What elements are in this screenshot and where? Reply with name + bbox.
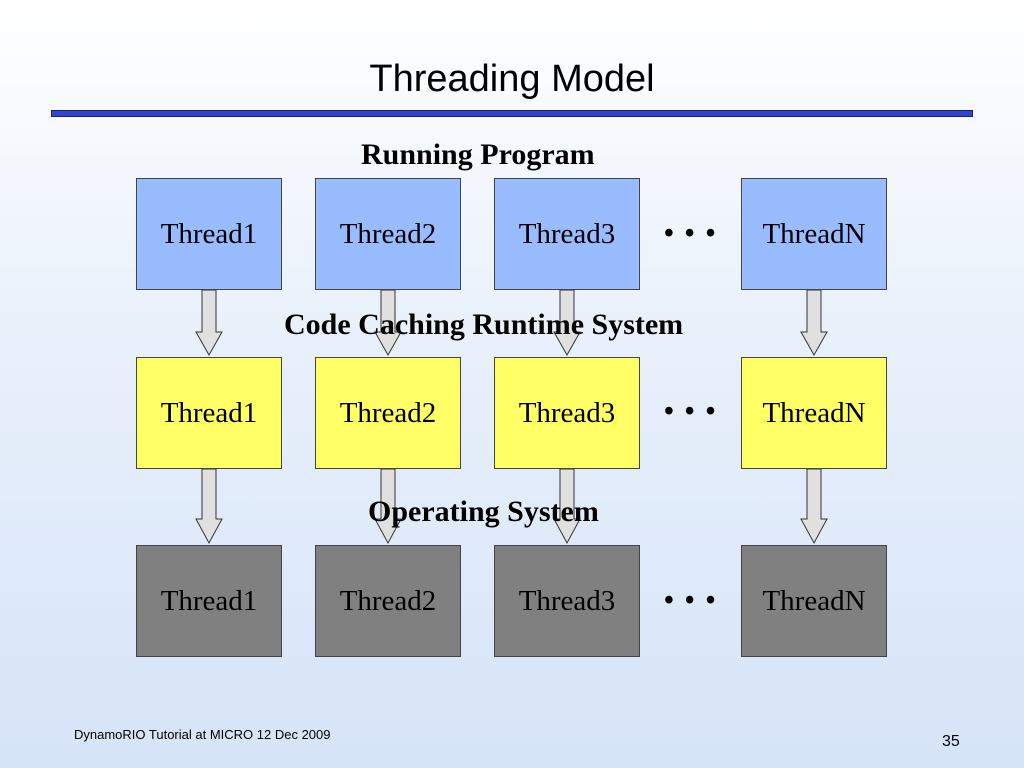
runtime-thread-box: Thread2 (315, 357, 461, 469)
down-arrow-icon (800, 469, 828, 545)
layer-label-code-caching-runtime-system: Code Caching Runtime System (284, 308, 684, 341)
down-arrow-icon (195, 469, 223, 545)
program-thread-box: Thread3 (494, 178, 640, 290)
down-arrow-icon (553, 469, 581, 545)
os-thread-box: Thread2 (315, 545, 461, 657)
down-arrow-icon (553, 290, 581, 357)
down-arrow-icon (195, 290, 223, 357)
ellipsis: • • • (664, 585, 718, 616)
title-divider (51, 110, 973, 117)
layer-label-running-program: Running Program (361, 138, 595, 171)
runtime-thread-box: Thread3 (494, 357, 640, 469)
page-number: 35 (942, 733, 960, 750)
layer-label-operating-system: Operating System (368, 495, 599, 528)
down-arrow-icon (374, 290, 402, 357)
os-thread-box: Thread1 (136, 545, 282, 657)
program-thread-box: Thread1 (136, 178, 282, 290)
ellipsis: • • • (664, 218, 718, 249)
down-arrow-icon (800, 290, 828, 357)
down-arrow-icon (374, 469, 402, 545)
runtime-thread-box: Thread1 (136, 357, 282, 469)
os-thread-box: Thread3 (494, 545, 640, 657)
runtime-thread-box: ThreadN (741, 357, 887, 469)
program-thread-box: Thread2 (315, 178, 461, 290)
ellipsis: • • • (664, 396, 718, 427)
footer-text: DynamoRIO Tutorial at MICRO 12 Dec 2009 (74, 727, 331, 742)
os-thread-box: ThreadN (741, 545, 887, 657)
slide-title: Threading Model (369, 58, 655, 100)
program-thread-box: ThreadN (741, 178, 887, 290)
